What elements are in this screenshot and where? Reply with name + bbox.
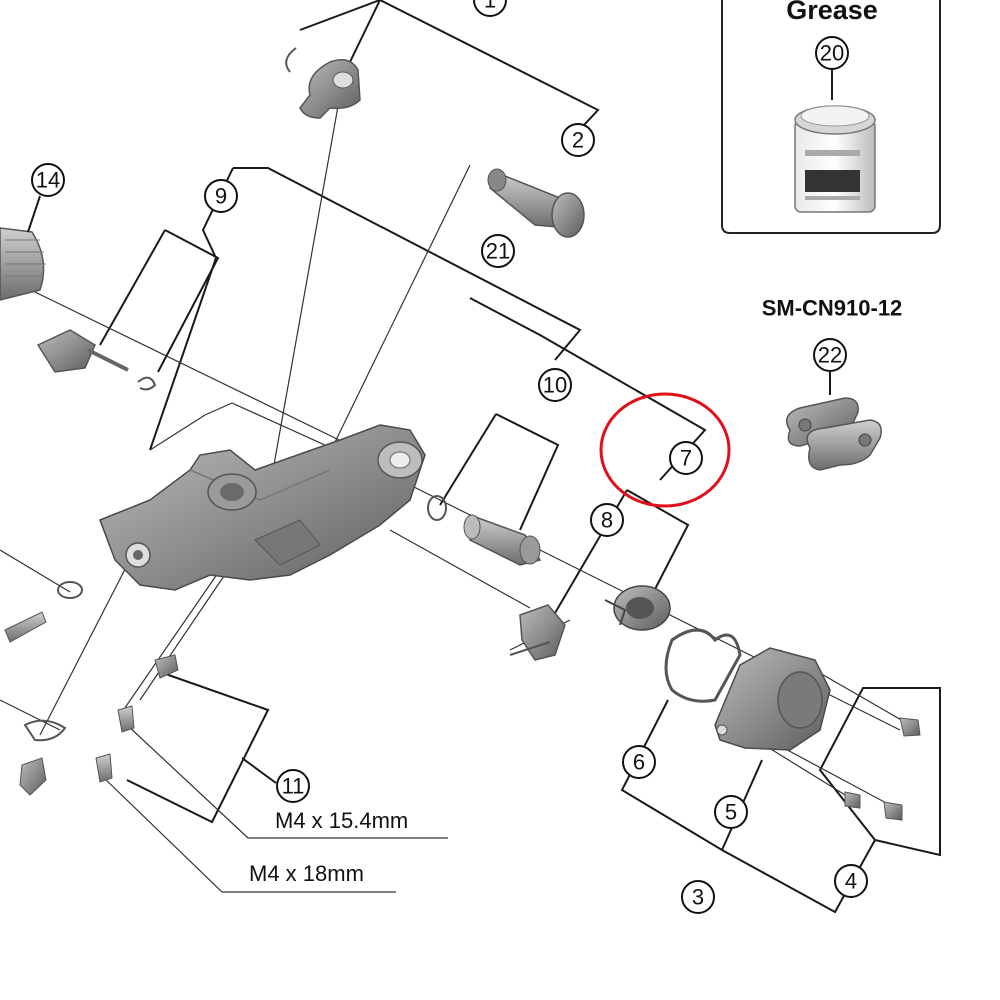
part-5-cover [714,647,831,751]
svg-text:1: 1 [484,0,496,13]
callout-21: 21 [481,234,515,268]
part-4-screws [844,717,921,821]
svg-text:20: 20 [820,41,844,66]
callout-3: 3 [681,880,715,914]
callout-7: 7 [669,441,703,475]
part-6-gasket [664,628,742,703]
part-10-bushing [463,513,542,566]
svg-text:8: 8 [601,508,613,533]
part-2-axle [487,168,585,238]
callout-11: 11 [276,769,310,803]
svg-text:14: 14 [36,168,60,193]
part-14-housing [0,195,46,301]
highlight-circle [599,392,731,508]
svg-text:10: 10 [543,373,567,398]
svg-text:11: 11 [282,774,305,799]
svg-text:6: 6 [633,750,645,775]
part-1-pivot [285,47,361,119]
callout-8: 8 [590,503,624,537]
svg-text:7: 7 [680,446,692,471]
callout-5: 5 [714,795,748,829]
svg-text:3: 3 [692,885,704,910]
part-7-motor-unit [604,585,671,631]
svg-text:22: 22 [818,343,842,368]
left-fasteners [4,581,179,796]
callout-9: 9 [204,179,238,213]
chain-link-part: SM-CN910-12 [762,296,903,471]
screw-label-long: M4 x 18mm [249,861,364,886]
svg-text:2: 2 [572,128,584,153]
svg-text:5: 5 [725,800,737,825]
callout-4: 4 [834,864,868,898]
callout-1: 1 [473,0,507,17]
svg-text:21: 21 [486,239,510,264]
part-o-ring [427,495,447,521]
part-8-clamp [509,604,566,661]
svg-text:4: 4 [845,869,857,894]
screw-label-short: M4 x 15.4mm [275,808,408,833]
callout-6: 6 [622,745,656,779]
callout-2: 2 [561,123,595,157]
part-9-clip [36,329,157,391]
grease-jar [794,105,876,213]
callout-20: 20 [815,36,849,70]
grease-title: Grease [786,0,878,25]
screw-size-labels: M4 x 15.4mm M4 x 18mm [249,808,408,886]
grease-box: Grease [721,0,941,234]
callout-14: 14 [31,163,65,197]
chain-model-label: SM-CN910-12 [762,296,903,321]
callout-22: 22 [813,338,847,372]
main-derailleur-body [99,424,426,591]
callout-10: 10 [538,368,572,402]
svg-text:9: 9 [215,184,227,209]
